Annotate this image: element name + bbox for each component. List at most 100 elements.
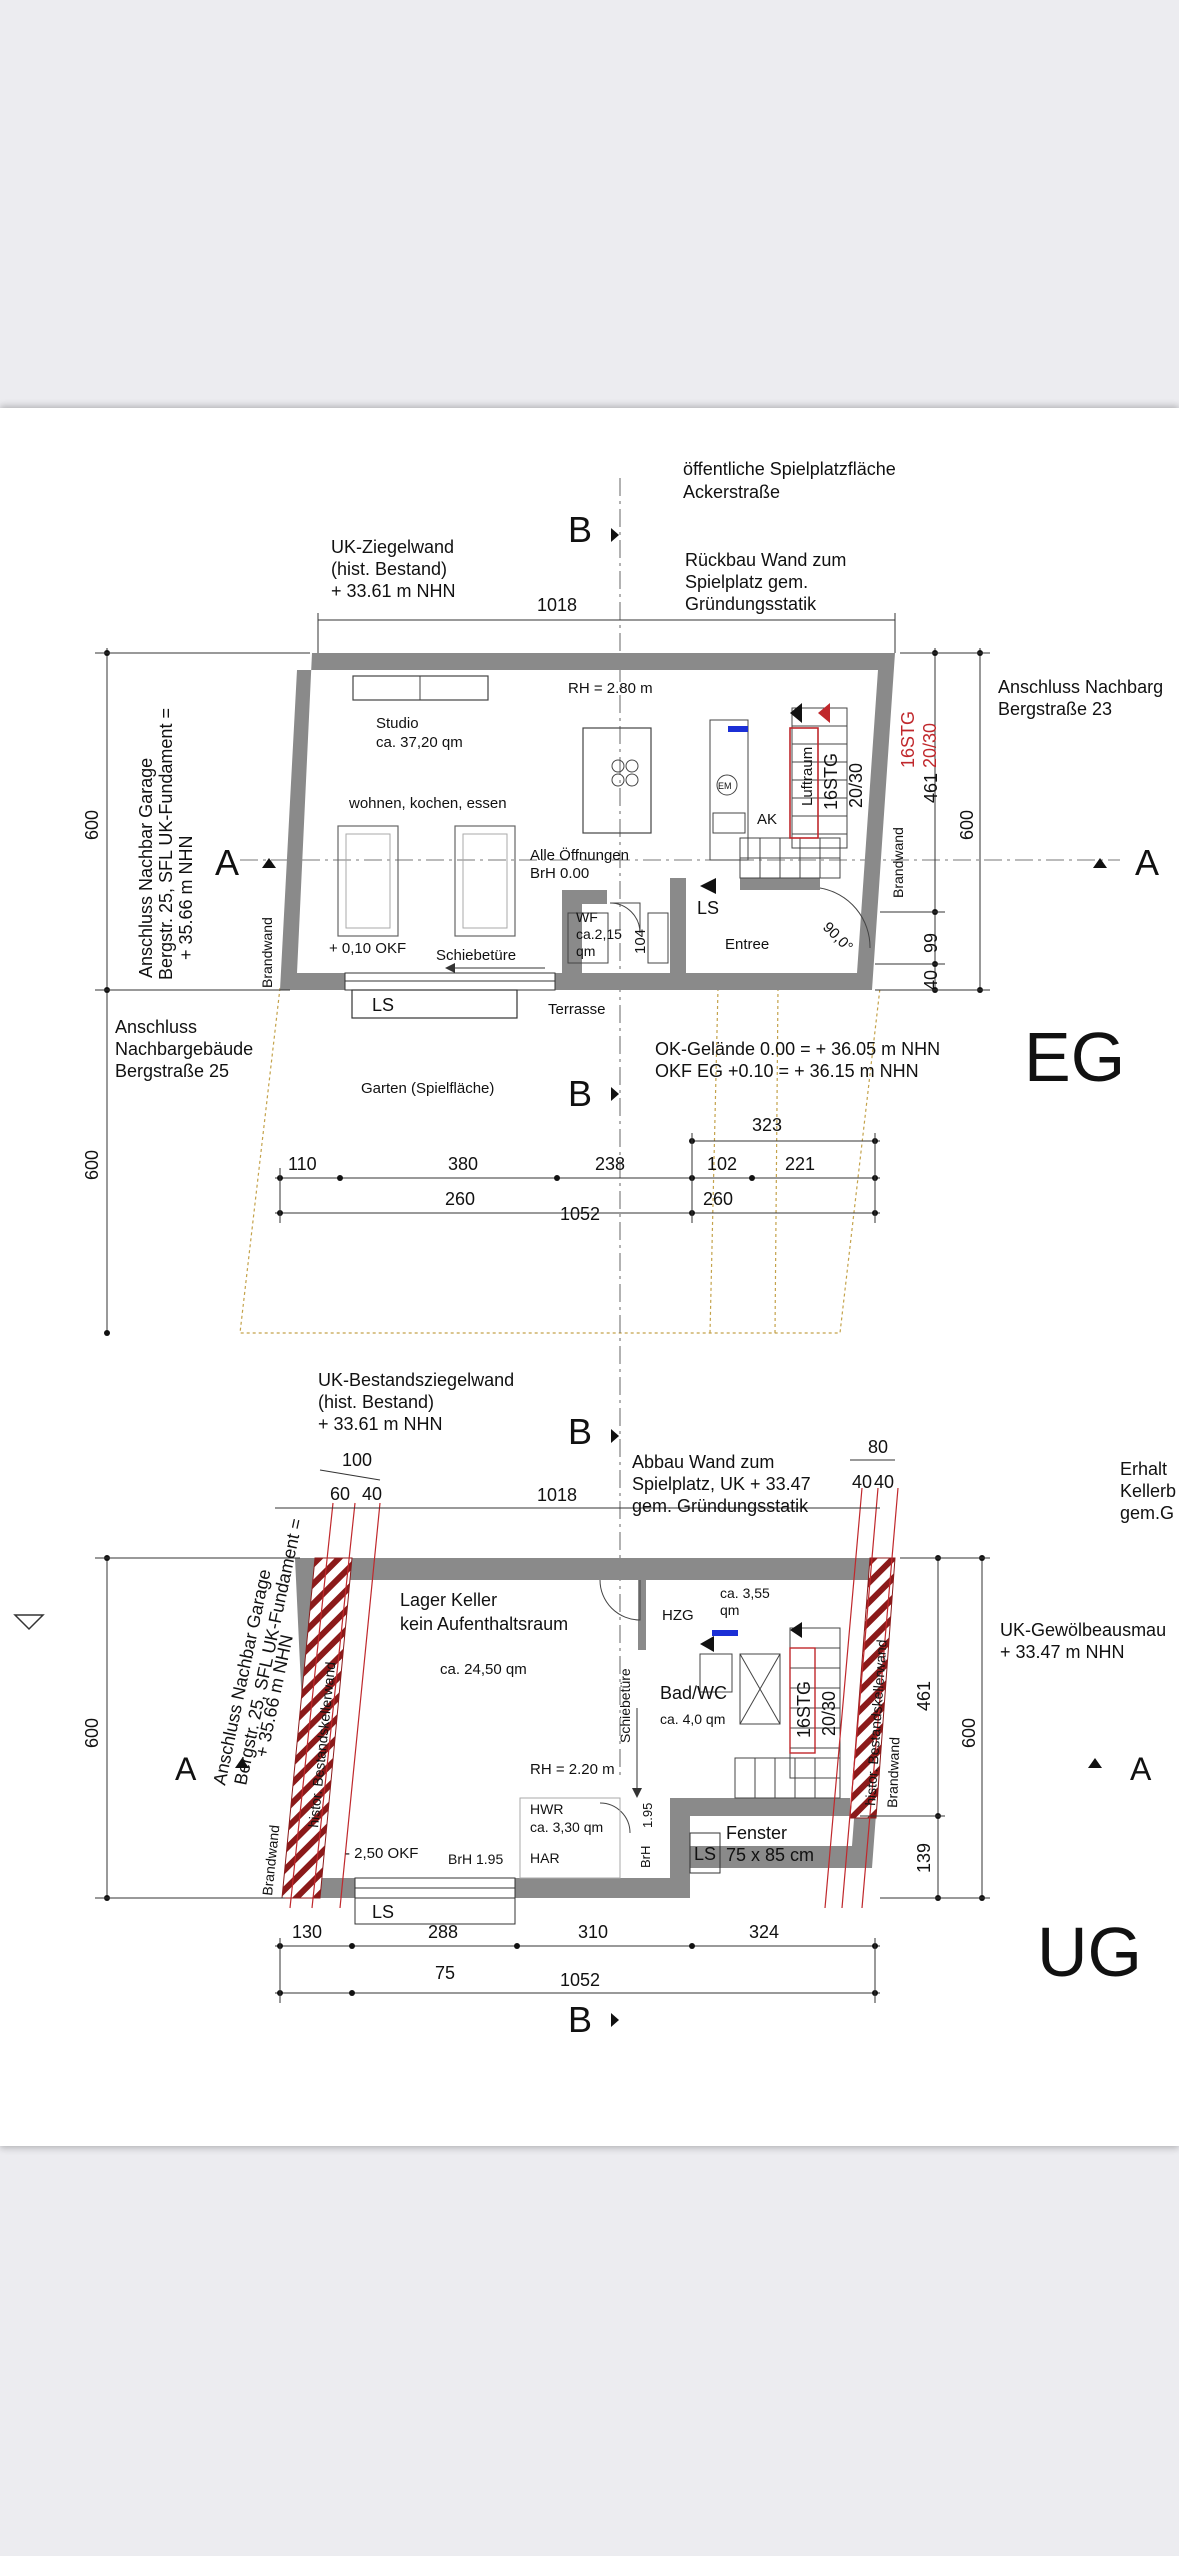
ug-dim-288: 288 — [428, 1922, 458, 1942]
ug-stairs-a: 16STG — [794, 1681, 814, 1738]
eg-floor-label: EG — [1024, 1018, 1125, 1096]
eg-anschluss-l-2: Nachbargebäude — [115, 1039, 253, 1059]
eg-dim-40: 40 — [921, 970, 941, 990]
ug-ls: LS — [694, 1844, 716, 1864]
eg-rh: RH = 2.80 m — [568, 680, 653, 697]
ug-section-b-bottom: B — [568, 1999, 592, 2040]
ug-corridor-wall — [670, 1798, 850, 1816]
eg-luftraum: Luftraum — [799, 747, 816, 806]
ug-hzg-area-2: qm — [720, 1602, 739, 1618]
ug-uk-wall-2: (hist. Bestand) — [318, 1392, 434, 1412]
ug-fenster-2: 75 x 85 cm — [726, 1845, 814, 1865]
ug-dim-80: 80 — [868, 1437, 888, 1457]
ug-red-guides — [289, 1487, 899, 1909]
ug-section-marker-b-bottom — [611, 2013, 619, 2027]
eg-studio-1: Studio — [376, 715, 419, 732]
eg-stairs-b: 20/30 — [846, 763, 866, 808]
eg-uk-wall-3: + 33.61 m NHN — [331, 581, 456, 601]
eg-wf-top-wall — [562, 890, 607, 904]
ug-erhalt-1: Erhalt — [1120, 1459, 1167, 1479]
ug-dim-130: 130 — [292, 1922, 322, 1942]
eg-rueckbau-1: Rückbau Wand zum — [685, 550, 846, 570]
eg-dim-238: 238 — [595, 1154, 625, 1174]
ug-stairs-b: 20/30 — [819, 1691, 839, 1736]
section-marker-right — [1093, 858, 1107, 868]
ug-dim-40c: 40 — [874, 1472, 894, 1492]
ug-dim-40a: 40 — [362, 1484, 382, 1504]
eg-top-label-2: Ackerstraße — [683, 482, 780, 502]
eg-wf-dim: 104 — [632, 929, 649, 954]
appliance-column — [709, 719, 749, 861]
ug-dim-75: 75 — [435, 1963, 455, 1983]
eg-entree: Entree — [725, 936, 769, 953]
ug-gewoelbe-2: + 33.47 m NHN — [1000, 1642, 1125, 1662]
wf-fixture-small — [647, 912, 669, 964]
eg-dim-top: 1018 — [537, 595, 577, 615]
ug-gewoelbe-1: UK-Gewölbeausmau — [1000, 1620, 1166, 1640]
eg-rueckbau-3: Gründungsstatik — [685, 594, 817, 614]
eg-angle: 90,0° — [819, 919, 856, 956]
ug-ls-window: LS — [372, 1902, 394, 1922]
section-a-right: A — [1135, 842, 1159, 883]
ug-outer-walls — [285, 1558, 895, 1898]
eg-dim-110: 110 — [288, 1154, 317, 1174]
eg-garten: Garten (Spielfläche) — [361, 1080, 494, 1097]
ug-hwr-area: ca. 3,30 qm — [530, 1819, 603, 1835]
ug-section-b-top: B — [568, 1411, 592, 1452]
ug-section-marker-left — [235, 1758, 249, 1768]
ug-dim-60: 60 — [330, 1484, 350, 1504]
ug-dim-461: 461 — [914, 1681, 934, 1711]
eg-brandwand-left: Brandwand — [259, 917, 275, 988]
ug-dim-139: 139 — [914, 1843, 934, 1873]
ug-stair-arrow — [790, 1622, 802, 1638]
eg-okf: + 0,10 OKF — [329, 940, 406, 957]
eg-stair-wall — [670, 878, 686, 990]
kitchen-island — [582, 727, 652, 834]
ug-hzg: HZG — [662, 1607, 694, 1624]
eg-wohnen: wohnen, kochen, essen — [348, 795, 507, 812]
section-b-top: B — [568, 509, 592, 550]
ug-dim-600-left: 600 — [82, 1718, 102, 1748]
section-marker-left — [262, 858, 276, 868]
eg-ls-window: LS — [372, 995, 394, 1015]
ug-blue-marker — [712, 1630, 738, 1636]
ug-brh-2: BrH — [638, 1846, 653, 1868]
eg-dim-461: 461 — [921, 773, 941, 803]
ug-lager-3: ca. 24,50 qm — [440, 1661, 527, 1678]
sofa-right — [454, 825, 516, 937]
ug-har: HAR — [530, 1850, 560, 1866]
eg-uk-wall-1: UK-Ziegelwand — [331, 537, 454, 557]
eg-ok-gelaende: OK-Gelände 0.00 = + 36.05 m NHN — [655, 1039, 940, 1059]
eg-garage-2: Bergstr. 25, SFL UK-Fundament = — [156, 708, 176, 980]
door-swing-entry — [819, 887, 871, 949]
eg-dim-600-left: 600 — [82, 810, 102, 840]
eg-stairs-a: 16STG — [821, 753, 841, 810]
ug-bad-fixtures — [699, 1653, 733, 1693]
section-marker-b-top — [611, 528, 619, 542]
ug-schiebetuere: Schiebetüre — [617, 1668, 633, 1743]
ug-okf: - 2,50 OKF — [345, 1845, 418, 1862]
eg-dim-323: 323 — [752, 1115, 782, 1135]
ug-dim-40b: 40 — [852, 1472, 872, 1492]
section-b-bottom: B — [568, 1073, 592, 1114]
eg-uk-wall-2: (hist. Bestand) — [331, 559, 447, 579]
floor-plan-drawing: öffentliche Spielplatzfläche Ackerstraße… — [13, 459, 1176, 2040]
ug-section-marker-b-top — [611, 1429, 619, 1443]
ug-dim-100: 100 — [342, 1450, 372, 1470]
eg-oeffnungen-2: BrH 0.00 — [530, 865, 589, 882]
eg-okf-eg: OKF EG +0.10 = + 36.15 m NHN — [655, 1061, 919, 1081]
ug-section-a-right: A — [1130, 1751, 1152, 1787]
eg-brandwand-right: Brandwand — [890, 827, 906, 898]
eg-dim-221: 221 — [785, 1154, 815, 1174]
eg-dim-260-right: 260 — [703, 1189, 733, 1209]
eg-ak: AK — [757, 811, 777, 828]
eg-anschluss-l-1: Anschluss — [115, 1017, 197, 1037]
ls-window-box — [351, 989, 518, 1019]
eg-wf-2: ca.2,15 — [576, 926, 622, 942]
sofa-left — [337, 825, 399, 937]
ug-dim-600-right: 600 — [959, 1718, 979, 1748]
stair-red-outline — [789, 727, 819, 839]
eg-plan: öffentliche Spielplatzfläche Ackerstraße… — [82, 459, 1163, 1778]
eg-dim-260-left: 260 — [445, 1189, 475, 1209]
eg-anschluss-l-3: Bergstraße 25 — [115, 1061, 229, 1081]
